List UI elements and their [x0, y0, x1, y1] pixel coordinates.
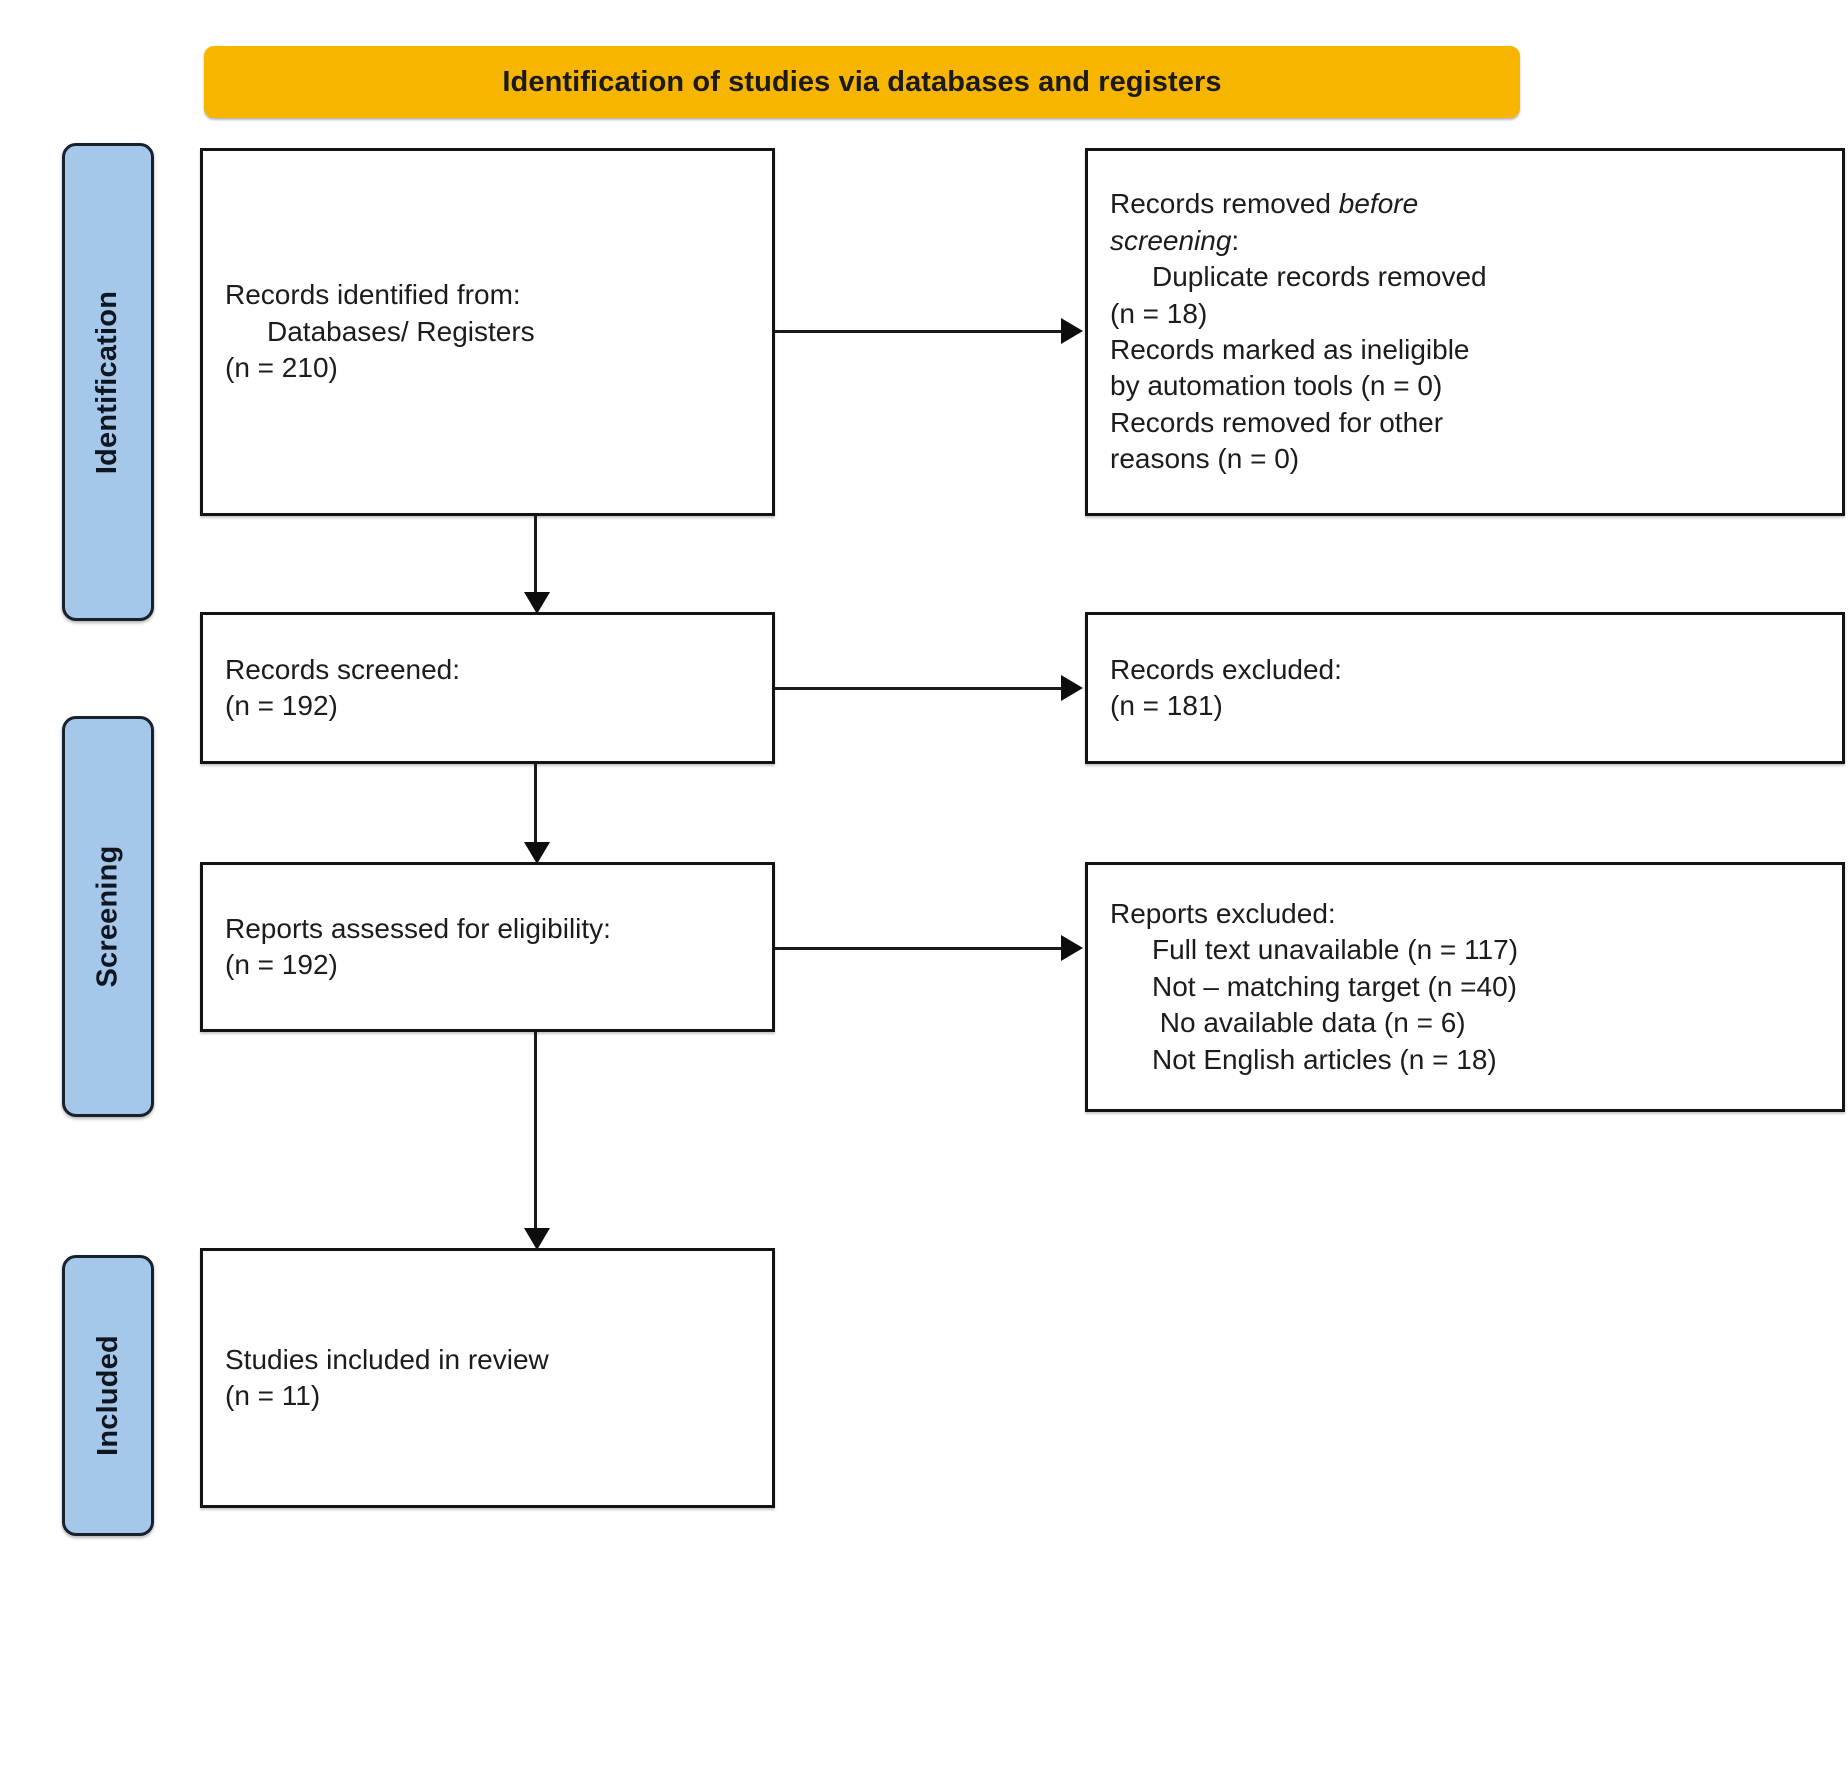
text-fragment-italic: before	[1338, 188, 1419, 220]
stage-label-screening-text: Screening	[91, 845, 124, 988]
box-records-removed-body: Records removed before screening: Duplic…	[1088, 186, 1842, 477]
connector-identified-to-screened	[534, 516, 537, 594]
arrow-down-icon	[524, 1228, 550, 1250]
text-line: Records excluded:	[1110, 653, 1342, 685]
text-line: reasons (n = 0)	[1110, 443, 1300, 475]
text-line: screening:	[1110, 223, 1820, 259]
text-line: Records screened:	[225, 653, 461, 685]
box-reports-excluded-body: Reports excluded: Full text unavailable …	[1088, 896, 1842, 1078]
stage-label-identification: Identification	[62, 143, 154, 621]
box-reports-assessed-for-eligibility: Reports assessed for eligibility: (n = 1…	[200, 862, 775, 1032]
text-line: Full text unavailable (n = 117)	[1152, 934, 1519, 966]
box-reports-assessed-body: Reports assessed for eligibility: (n = 1…	[203, 911, 772, 984]
text-line: (n = 18)	[1110, 297, 1208, 329]
text-fragment: Records removed	[1110, 188, 1339, 220]
connector-screened-to-excluded	[775, 687, 1063, 690]
text-line: Records removed for other	[1110, 406, 1444, 438]
arrow-right-icon	[1061, 935, 1083, 961]
text-line: Reports assessed for eligibility:	[225, 912, 611, 944]
connector-eligibility-to-included	[534, 1032, 537, 1230]
box-records-removed-before-screening: Records removed before screening: Duplic…	[1085, 148, 1845, 516]
box-records-screened-body: Records screened: (n = 192)	[203, 652, 772, 725]
text-line: Duplicate records removed	[1152, 261, 1487, 293]
connector-screened-to-eligibility	[534, 764, 537, 844]
box-records-excluded-body: Records excluded: (n = 181)	[1088, 652, 1842, 725]
diagram-header-banner: Identification of studies via databases …	[204, 46, 1520, 118]
connector-eligibility-to-reports-excluded	[775, 947, 1063, 950]
text-fragment: :	[1231, 224, 1240, 256]
stage-label-included-text: Included	[91, 1335, 124, 1456]
arrow-right-icon	[1061, 675, 1083, 701]
arrow-down-icon	[524, 592, 550, 614]
box-records-identified: Records identified from: Databases/ Regi…	[200, 148, 775, 516]
text-line: (n = 181)	[1110, 690, 1223, 721]
text-line: (n = 192)	[225, 949, 338, 980]
text-fragment-italic: screening	[1110, 224, 1232, 256]
box-reports-excluded: Reports excluded: Full text unavailable …	[1085, 862, 1845, 1112]
stage-label-included: Included	[62, 1255, 154, 1536]
box-records-screened: Records screened: (n = 192)	[200, 612, 775, 764]
text-line: Records marked as ineligible	[1110, 334, 1470, 365]
text-line: Databases/ Registers	[267, 315, 535, 347]
text-line: No available data (n = 6)	[1152, 1007, 1466, 1039]
text-line: (n = 192)	[225, 690, 338, 721]
box-studies-included-body: Studies included in review (n = 11)	[203, 1342, 772, 1415]
box-records-excluded: Records excluded: (n = 181)	[1085, 612, 1845, 764]
text-line: by automation tools (n = 0)	[1110, 370, 1443, 402]
text-line: Studies included in review	[225, 1343, 549, 1375]
box-studies-included-in-review: Studies included in review (n = 11)	[200, 1248, 775, 1508]
stage-label-identification-text: Identification	[91, 290, 124, 474]
arrow-right-icon	[1061, 318, 1083, 344]
box-records-identified-body: Records identified from: Databases/ Regi…	[203, 277, 772, 386]
stage-label-screening: Screening	[62, 716, 154, 1117]
text-line: Records removed before	[1110, 186, 1820, 222]
connector-identified-to-removed	[775, 330, 1063, 333]
arrow-down-icon	[524, 842, 550, 864]
page-title: Identification of studies via databases …	[502, 65, 1222, 98]
text-line: (n = 11)	[225, 1380, 321, 1411]
text-line: Reports excluded:	[1110, 898, 1336, 930]
text-line: (n = 210)	[225, 352, 338, 384]
text-line: Records identified from:	[225, 279, 521, 311]
text-line: Not – matching target (n =40)	[1152, 970, 1517, 1002]
text-line: Not English articles (n = 18)	[1152, 1043, 1497, 1075]
